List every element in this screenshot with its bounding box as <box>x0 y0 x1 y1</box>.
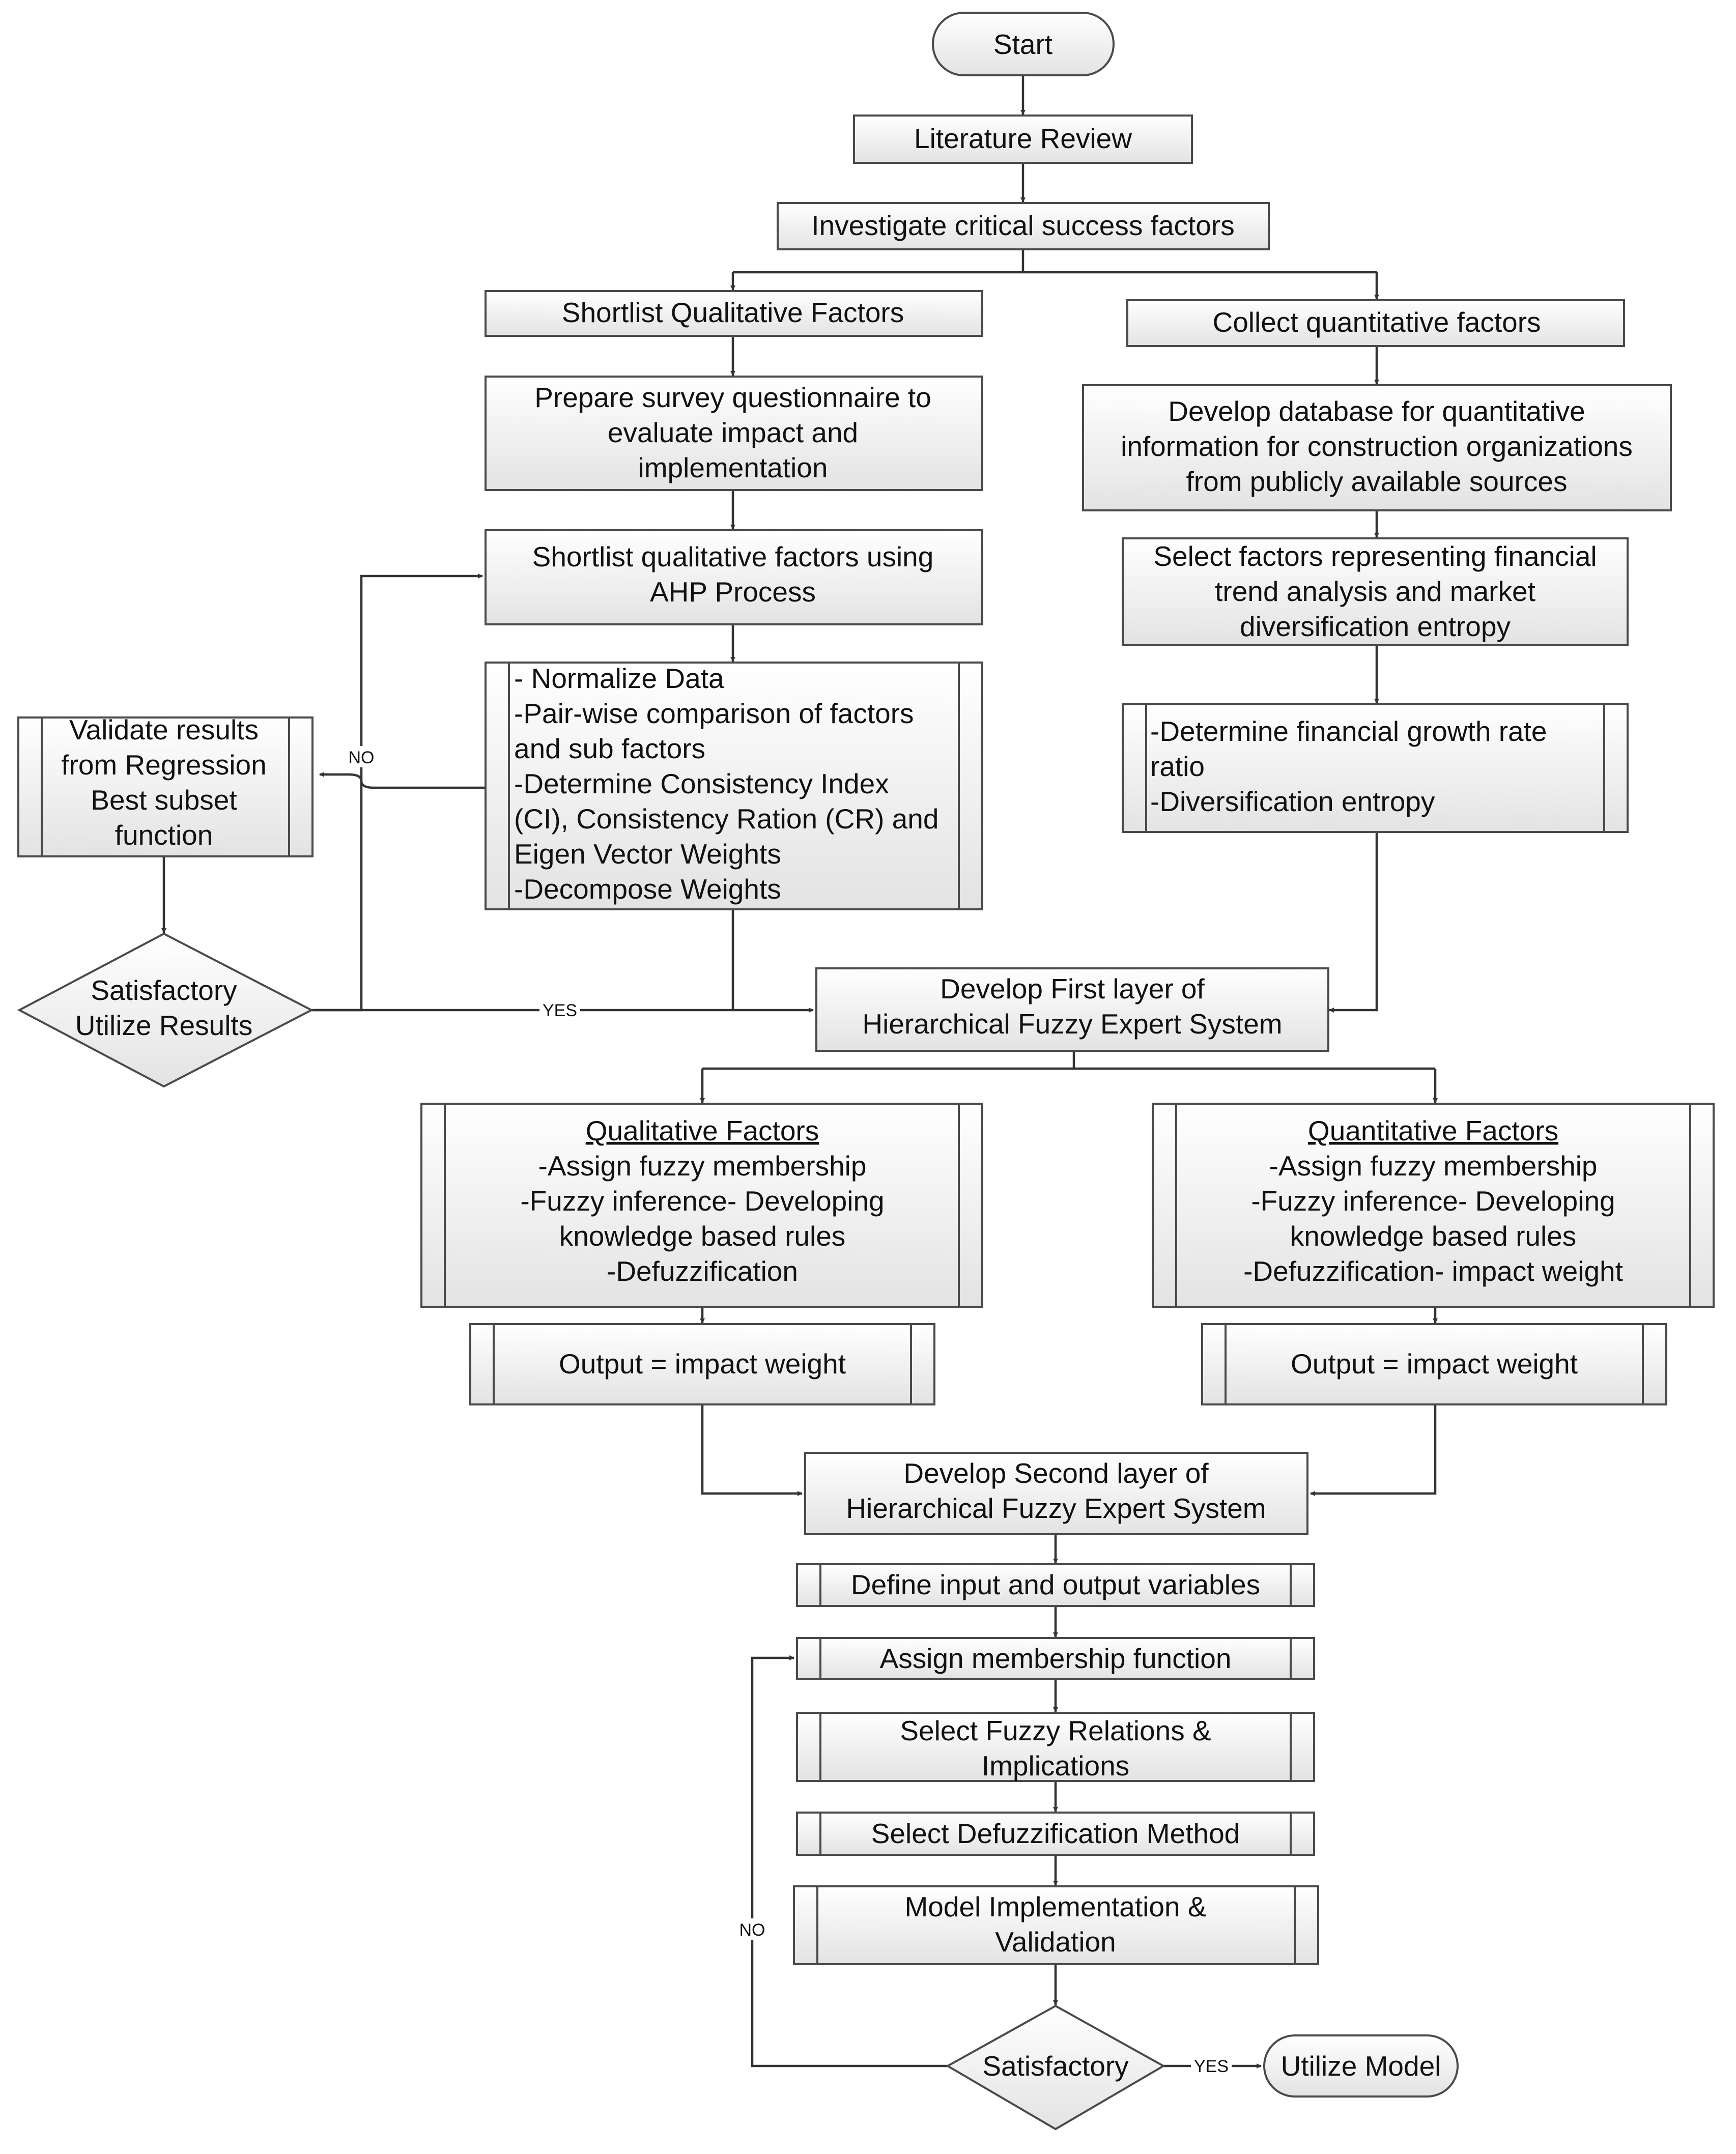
validate-label-line-4: function <box>115 819 213 851</box>
model-implementation-label-line-2: Validation <box>995 1926 1116 1958</box>
qualitative-factors-line-4: -Defuzzification <box>607 1255 798 1287</box>
investigate-label: Investigate critical success factors <box>811 210 1234 241</box>
growth-label-line-2: ratio <box>1150 751 1205 782</box>
quantitative-factors-line-1: -Assign fuzzy membership <box>1269 1150 1598 1182</box>
model-implementation-label-line-1: Model Implementation & <box>904 1891 1206 1922</box>
arrow-first-layer-split <box>702 1051 1435 1070</box>
model-implementation-box: Model Implementation & Validation <box>793 1885 1319 1965</box>
arrow-growth-to-first-layer <box>1329 832 1378 1013</box>
select-financial-label-line-2: trend analysis and market <box>1215 576 1535 607</box>
fuzzy-relations-box: Select Fuzzy Relations & Implications <box>796 1712 1315 1782</box>
qualitative-factors-line-2: -Fuzzy inference- Developing <box>520 1185 884 1217</box>
satisfactory-1-label-line-2: Utilize Results <box>75 1010 252 1041</box>
output-right-label: Output = impact weight <box>1291 1348 1578 1380</box>
normalize-label-line-7: -Decompose Weights <box>514 873 781 905</box>
second-layer-label-line-2: Hierarchical Fuzzy Expert System <box>846 1492 1266 1524</box>
ahp-box: Shortlist qualitative factors using AHP … <box>485 529 983 625</box>
literature-review-box: Literature Review <box>853 114 1193 164</box>
normalize-label-line-4: -Determine Consistency Index <box>514 768 889 799</box>
defuzzification-method-label: Select Defuzzification Method <box>871 1818 1240 1849</box>
growth-label-line-3: -Diversification entropy <box>1150 786 1435 817</box>
survey-label-line-1: Prepare survey questionnaire to <box>534 382 931 413</box>
first-layer-label-line-1: Develop First layer of <box>940 973 1205 1004</box>
survey-label-line-3: implementation <box>638 452 828 483</box>
quantitative-factors-line-4: -Defuzzification- impact weight <box>1243 1255 1623 1287</box>
arrow-no-loop-to-assign <box>751 1655 948 2067</box>
second-layer-box: Develop Second layer of Hierarchical Fuz… <box>804 1452 1308 1535</box>
second-layer-label-line-1: Develop Second layer of <box>903 1457 1209 1489</box>
output-left-box: Output = impact weight <box>469 1323 935 1405</box>
utilize-model-terminal: Utilize Model <box>1263 2034 1459 2098</box>
ahp-label-line-1: Shortlist qualitative factors using <box>532 541 934 572</box>
quantitative-factors-line-3: knowledge based rules <box>1290 1220 1577 1252</box>
fuzzy-relations-label-line-2: Implications <box>982 1750 1129 1782</box>
normalize-process-box: - Normalize Data -Pair-wise comparison o… <box>485 662 983 910</box>
start-terminal: Start <box>932 12 1115 76</box>
output-right-box: Output = impact weight <box>1201 1323 1667 1405</box>
qualitative-factors-line-1: -Assign fuzzy membership <box>538 1150 867 1182</box>
normalize-label-line-3: and sub factors <box>514 733 705 764</box>
database-label-line-1: Develop database for quantitative <box>1168 395 1585 427</box>
qualitative-factors-line-3: knowledge based rules <box>559 1220 846 1252</box>
arrow-output-left-to-second-layer <box>701 1404 803 1496</box>
quantitative-factors-line-2: -Fuzzy inference- Developing <box>1251 1185 1615 1217</box>
validate-label-line-2: from Regression <box>61 749 266 781</box>
select-financial-label-line-3: diversification entropy <box>1240 611 1511 642</box>
collect-quantitative-box: Collect quantitative factors <box>1126 299 1625 347</box>
edge-label-yes-mid: YES <box>543 1001 577 1020</box>
satisfactory-decision-2: Satisfactory <box>945 2004 1166 2131</box>
collect-quantitative-label: Collect quantitative factors <box>1212 306 1541 338</box>
database-label-line-2: information for construction organizatio… <box>1121 430 1633 462</box>
validate-label-line-1: Validate results <box>69 714 259 745</box>
qualitative-factors-box: Qualitative Factors -Assign fuzzy member… <box>420 1103 983 1308</box>
start-label: Start <box>993 28 1052 60</box>
normalize-label-line-2: -Pair-wise comparison of factors <box>514 698 914 729</box>
assign-membership-box: Assign membership function <box>796 1637 1315 1680</box>
arrow-output-right-to-second-layer <box>1310 1404 1437 1496</box>
investigate-box: Investigate critical success factors <box>777 202 1270 250</box>
literature-review-label: Literature Review <box>914 123 1132 154</box>
quantitative-factors-box: Quantitative Factors -Assign fuzzy membe… <box>1152 1103 1715 1308</box>
edge-labels: NO YES NO YES <box>347 746 1232 2076</box>
validate-label-line-3: Best subset <box>91 784 237 816</box>
validate-process-box: Validate results from Regression Best su… <box>17 714 314 857</box>
survey-label-line-2: evaluate impact and <box>608 417 858 448</box>
arrow-no-loop-to-ahp <box>311 573 483 1012</box>
database-box: Develop database for quantitative inform… <box>1082 384 1672 511</box>
edge-label-no-top: NO <box>349 748 375 767</box>
shortlist-qualitative-label: Shortlist Qualitative Factors <box>562 297 904 328</box>
arrow-investigate-split <box>733 249 1377 274</box>
shortlist-qualitative-box: Shortlist Qualitative Factors <box>485 290 983 337</box>
connectors <box>161 75 1438 2069</box>
growth-process-box: -Determine financial growth rate ratio -… <box>1122 703 1629 833</box>
edge-label-yes-bottom: YES <box>1194 2057 1229 2076</box>
output-left-label: Output = impact weight <box>559 1348 846 1380</box>
satisfactory-1-label-line-1: Satisfactory <box>91 974 237 1006</box>
assign-membership-label: Assign membership function <box>880 1643 1232 1674</box>
arrow-normalize-to-validate <box>319 772 486 789</box>
define-io-box: Define input and output variables <box>796 1563 1315 1607</box>
select-financial-box: Select factors representing financial tr… <box>1122 537 1629 646</box>
first-layer-box: Develop First layer of Hierarchical Fuzz… <box>815 967 1329 1052</box>
normalize-label-line-1: - Normalize Data <box>514 663 724 694</box>
normalize-label-line-6: Eigen Vector Weights <box>514 838 781 870</box>
fuzzy-relations-label-line-1: Select Fuzzy Relations & <box>900 1715 1211 1746</box>
edge-label-no-bottom: NO <box>739 1920 765 1940</box>
satisfactory-decision-1: Satisfactory Utilize Results <box>17 932 314 1088</box>
define-io-label: Define input and output variables <box>851 1569 1260 1600</box>
defuzzification-method-box: Select Defuzzification Method <box>796 1812 1315 1856</box>
utilize-model-label: Utilize Model <box>1281 2050 1441 2082</box>
first-layer-label-line-2: Hierarchical Fuzzy Expert System <box>862 1008 1282 1040</box>
qualitative-factors-title: Qualitative Factors <box>586 1115 819 1146</box>
ahp-label-line-2: AHP Process <box>650 576 816 608</box>
normalize-label-line-5: (CI), Consistency Ration (CR) and <box>514 803 938 835</box>
survey-box: Prepare survey questionnaire to evaluate… <box>485 376 983 491</box>
growth-label-line-1: -Determine financial growth rate <box>1150 715 1547 747</box>
select-financial-label-line-1: Select factors representing financial <box>1153 540 1597 572</box>
satisfactory-2-label: Satisfactory <box>982 2050 1129 2082</box>
quantitative-factors-title: Quantitative Factors <box>1308 1115 1558 1146</box>
database-label-line-3: from publicly available sources <box>1186 466 1568 497</box>
